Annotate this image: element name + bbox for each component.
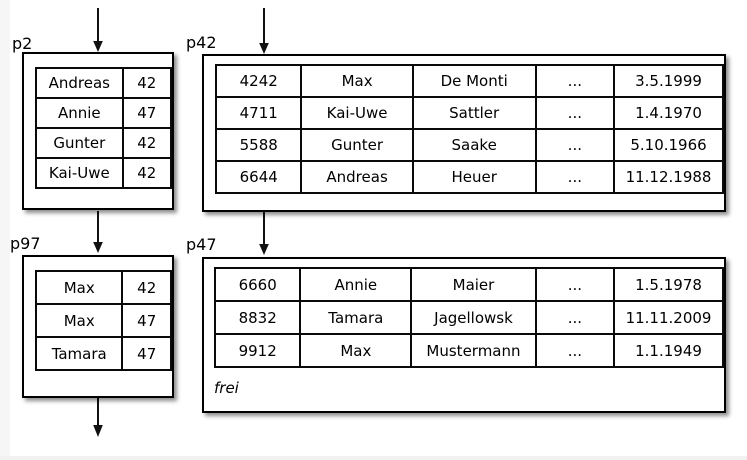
cell-value: 47 — [121, 303, 172, 338]
cell-id: 8832 — [213, 300, 302, 335]
page-label-p97: p97 — [10, 234, 41, 253]
page-label-p47: p47 — [186, 235, 217, 254]
cell-date: 11.12.1988 — [613, 160, 724, 194]
table-row: Andreas 42 — [35, 67, 173, 99]
record-table-p97: Max 42 Max 47 Tamara 47 — [34, 270, 172, 371]
cell-date: 5.10.1966 — [613, 128, 724, 162]
arrow-p2-to-p97-icon — [93, 211, 103, 253]
cell-date: 1.1.1949 — [613, 333, 724, 368]
cell-name: Gunter — [35, 127, 124, 159]
cell-name: Tamara — [34, 336, 124, 371]
table-row: Gunter 42 — [35, 127, 173, 159]
cell-ellipsis: ... — [534, 128, 616, 162]
table-row: Max 47 — [34, 303, 172, 338]
cell-date: 1.4.1970 — [613, 96, 724, 130]
table-row: 6660 Annie Maier ... 1.5.1978 — [213, 267, 724, 302]
cell-lastname: De Monti — [411, 64, 537, 98]
cell-id: 9912 — [213, 333, 302, 368]
cell-name: Max — [34, 303, 124, 338]
cell-firstname: Max — [299, 333, 413, 368]
cell-value: 42 — [121, 67, 173, 99]
cell-name: Andreas — [35, 67, 124, 99]
cell-id: 6660 — [213, 267, 302, 302]
cell-value: 47 — [121, 97, 173, 129]
cell-firstname: Annie — [299, 267, 413, 302]
cell-id: 4711 — [214, 96, 303, 130]
cell-id: 6644 — [214, 160, 303, 194]
cell-id: 5588 — [214, 128, 303, 162]
cell-lastname: Mustermann — [410, 333, 537, 368]
table-row: Tamara 47 — [34, 336, 172, 371]
table-row: Max 42 — [34, 270, 172, 305]
table-row: Kai-Uwe 42 — [35, 157, 173, 189]
page-label-p42: p42 — [186, 33, 217, 52]
cell-ellipsis: ... — [534, 267, 616, 302]
cell-name: Annie — [35, 97, 124, 129]
table-row: 5588 Gunter Saake ... 5.10.1966 — [214, 128, 724, 162]
cell-date: 3.5.1999 — [613, 64, 724, 98]
cell-firstname: Gunter — [300, 128, 414, 162]
free-space-label: frei — [214, 379, 239, 397]
cell-date: 11.11.2009 — [613, 300, 724, 335]
cell-ellipsis: ... — [534, 333, 616, 368]
arrow-into-p2-icon — [93, 8, 103, 52]
cell-lastname: Sattler — [411, 96, 537, 130]
table-row: 4711 Kai-Uwe Sattler ... 1.4.1970 — [214, 96, 724, 130]
record-table-p47: 6660 Annie Maier ... 1.5.1978 8832 Tamar… — [213, 267, 724, 368]
table-row: 6644 Andreas Heuer ... 11.12.1988 — [214, 160, 724, 194]
cell-ellipsis: ... — [534, 300, 616, 335]
cell-value: 47 — [121, 336, 172, 371]
cell-value: 42 — [121, 270, 172, 305]
cell-name: Kai-Uwe — [35, 157, 124, 189]
table-row: 8832 Tamara Jagellowsk ... 11.11.2009 — [213, 300, 724, 335]
page-edge-bottom — [0, 456, 747, 460]
record-table-p42: 4242 Max De Monti ... 3.5.1999 4711 Kai-… — [214, 64, 724, 194]
page-box-p42: 4242 Max De Monti ... 3.5.1999 4711 Kai-… — [202, 54, 726, 212]
cell-value: 42 — [121, 157, 173, 189]
table-row: 4242 Max De Monti ... 3.5.1999 — [214, 64, 724, 98]
cell-ellipsis: ... — [534, 64, 616, 98]
page-box-p97: Max 42 Max 47 Tamara 47 — [22, 255, 174, 398]
cell-id: 4242 — [214, 64, 303, 98]
record-table-p2: Andreas 42 Annie 47 Gunter 42 Kai-Uwe 42 — [35, 67, 173, 189]
cell-firstname: Tamara — [299, 300, 413, 335]
arrow-out-of-p97-icon — [93, 398, 103, 437]
page-box-p2: Andreas 42 Annie 47 Gunter 42 Kai-Uwe 42 — [22, 52, 174, 210]
cell-lastname: Jagellowsk — [410, 300, 537, 335]
page-label-p2: p2 — [12, 34, 33, 53]
cell-ellipsis: ... — [534, 96, 616, 130]
cell-ellipsis: ... — [534, 160, 616, 194]
cell-lastname: Heuer — [411, 160, 537, 194]
page-box-p47: 6660 Annie Maier ... 1.5.1978 8832 Tamar… — [202, 257, 726, 413]
cell-date: 1.5.1978 — [613, 267, 724, 302]
page-edge-left — [0, 0, 10, 460]
cell-name: Max — [34, 270, 124, 305]
cell-firstname: Max — [300, 64, 414, 98]
cell-firstname: Kai-Uwe — [300, 96, 414, 130]
cell-lastname: Saake — [411, 128, 537, 162]
arrow-p42-to-p47-icon — [259, 212, 269, 255]
cell-value: 42 — [121, 127, 173, 159]
table-row: Annie 47 — [35, 97, 173, 129]
cell-firstname: Andreas — [300, 160, 414, 194]
table-row: 9912 Max Mustermann ... 1.1.1949 — [213, 333, 724, 368]
cell-lastname: Maier — [410, 267, 537, 302]
arrow-into-p42-icon — [259, 8, 269, 54]
